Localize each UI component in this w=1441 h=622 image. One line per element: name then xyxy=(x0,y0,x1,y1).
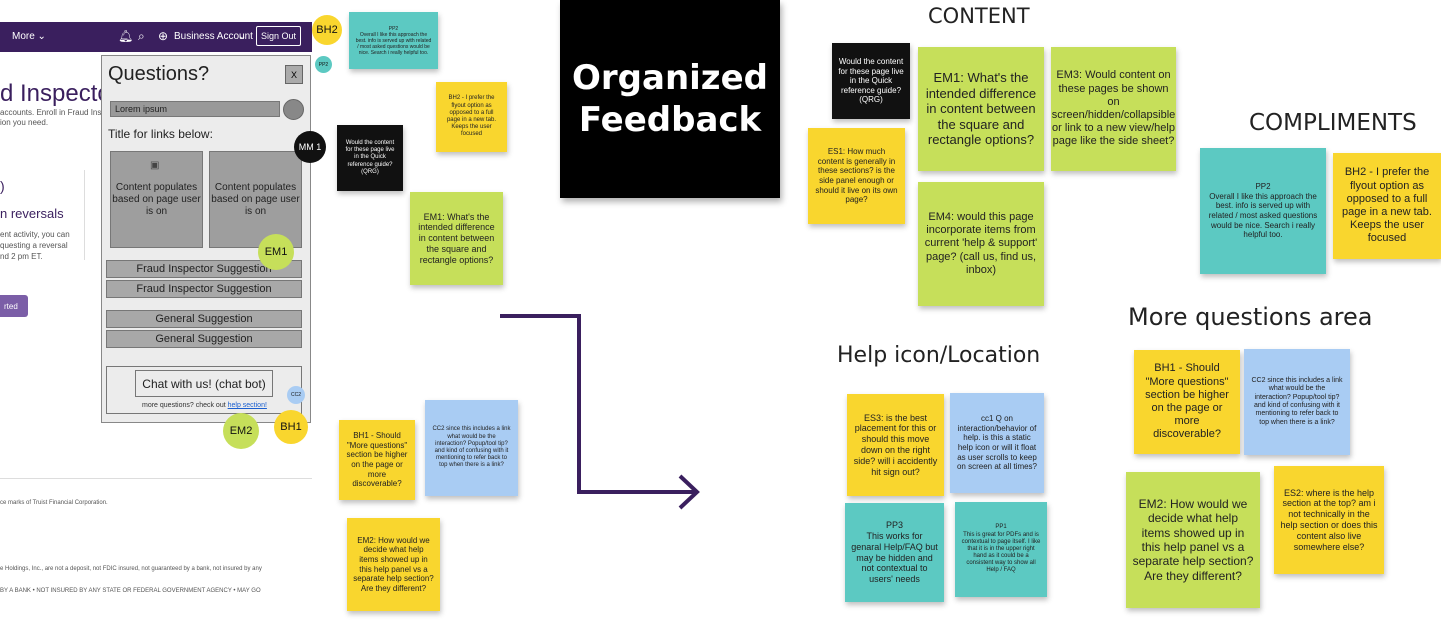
marker-em1: EM1 xyxy=(258,234,294,270)
note-content-em1: EM1: What's the intended difference in c… xyxy=(918,47,1044,171)
divider xyxy=(84,170,85,260)
account-icon: ⊕ xyxy=(158,29,169,43)
footer-line-2: e Holdings, Inc., are not a deposit, not… xyxy=(0,566,262,572)
marker-bh2: BH2 xyxy=(312,15,342,45)
reversals-line-3: nd 2 pm ET. xyxy=(0,252,43,261)
chevron-down-icon: ⌄ xyxy=(238,31,247,42)
reversals-line-2: questing a reversal xyxy=(0,241,68,250)
decorative-icon: ) xyxy=(0,178,5,194)
content-box-1[interactable]: Content populates based on page user is … xyxy=(110,151,203,248)
header-more-questions: More questions area xyxy=(1128,303,1373,331)
close-button[interactable]: X xyxy=(285,65,303,84)
note-qrg-left: Would the content for these page live in… xyxy=(337,125,403,191)
marker-cc2: CC2 xyxy=(287,386,305,404)
chat-button[interactable]: Chat with us! (chat bot) xyxy=(135,370,273,397)
note-help-pp1: PP1 This is great for PDFs and is contex… xyxy=(955,502,1047,597)
footer-line-1: ce marks of Truist Financial Corporation… xyxy=(0,500,108,506)
note-content-em3: EM3: Would content on these pages be sho… xyxy=(1051,47,1176,171)
intro-line-2: ion you need. xyxy=(0,118,49,127)
footer-divider xyxy=(0,478,312,479)
marker-mm1: MM 1 xyxy=(294,131,326,163)
marker-bh1: BH1 xyxy=(274,410,308,444)
note-compliment-pp2: PP2 Overall I like this approach the bes… xyxy=(1200,148,1326,274)
note-more-bh1: BH1 - Should "More questions" section be… xyxy=(1134,350,1240,454)
note-help-es3: ES3: is the best placement for this or s… xyxy=(847,394,944,496)
note-content-qrg: Would the content for these page live in… xyxy=(832,43,910,119)
fraud-suggestion-1[interactable]: Fraud Inspector Suggestion xyxy=(106,260,302,278)
arrow-connector xyxy=(500,314,700,510)
search-button[interactable] xyxy=(283,99,304,120)
get-started-button[interactable]: rted xyxy=(0,295,28,317)
note-bh2-left: BH2 - I prefer the flyout option as oppo… xyxy=(436,82,507,152)
header-content: CONTENT xyxy=(928,4,1030,28)
note-help-pp3: PP3 This works for genaral Help/FAQ but … xyxy=(845,503,944,602)
note-more-es2: ES2: where is the help section at the to… xyxy=(1274,466,1384,574)
marker-em2: EM2 xyxy=(223,413,259,449)
content-box-2[interactable]: Content populates based on page user is … xyxy=(209,151,302,248)
note-help-cc1: cc1 Q on interaction/behavior of help. i… xyxy=(950,393,1044,493)
note-compliment-bh2: BH2 - I prefer the flyout option as oppo… xyxy=(1333,153,1441,259)
search-icon[interactable]: ⌕ xyxy=(138,29,145,43)
app-topbar: More ⌄ 🔔︎ ⌕ ⊕ Business Account ⌄ Sign Ou… xyxy=(0,22,312,52)
header-help-location: Help icon/Location xyxy=(837,343,1041,368)
note-bh1-left: BH1 - Should "More questions" section be… xyxy=(339,420,415,500)
panel-title: Questions? xyxy=(108,63,210,85)
more-questions-text: more questions? check out help section! xyxy=(142,402,267,409)
note-pp2-left: PP2 Overall I like this approach the bes… xyxy=(349,12,438,69)
note-content-es1: ES1: How much content is generally in th… xyxy=(808,128,905,224)
header-compliments: COMPLIMENTS xyxy=(1249,110,1417,136)
general-suggestion-1[interactable]: General Suggestion xyxy=(106,310,302,328)
note-em1-left: EM1: What's the intended difference in c… xyxy=(410,192,503,285)
footer-line-3: BY A BANK • NOT INSURED BY ANY STATE OR … xyxy=(0,588,261,594)
more-menu[interactable]: More ⌄ xyxy=(12,31,46,42)
fraud-suggestion-2[interactable]: Fraud Inspector Suggestion xyxy=(106,280,302,298)
general-suggestion-2[interactable]: General Suggestion xyxy=(106,330,302,348)
reversals-heading: n reversals xyxy=(0,206,64,221)
sign-out-button[interactable]: Sign Out xyxy=(256,26,302,46)
intro-line-1: accounts. Enroll in Fraud Inspec xyxy=(0,108,115,117)
page-title: d Inspector xyxy=(0,80,119,107)
organized-feedback-title: Organized Feedback xyxy=(560,0,780,198)
marker-pp2: PP2 xyxy=(315,56,332,73)
bell-icon[interactable]: 🔔︎ xyxy=(118,29,134,43)
note-em2-left: EM2: How would we decide what help items… xyxy=(347,518,440,611)
note-more-em2: EM2: How would we decide what help items… xyxy=(1126,472,1260,608)
note-content-em4: EM4: would this page incorporate items f… xyxy=(918,182,1044,306)
links-title: Title for links below: xyxy=(108,127,213,141)
image-icon: ▣ xyxy=(150,160,160,171)
help-section-link[interactable]: help section! xyxy=(227,402,267,409)
note-more-cc2: CC2 since this includes a link what woul… xyxy=(1244,349,1350,455)
business-account-menu[interactable]: Business Account xyxy=(174,31,253,42)
search-input[interactable]: Lorem ipsum xyxy=(110,101,280,117)
reversals-line-1: ent activity, you can xyxy=(0,230,70,239)
note-cc2-left: CC2 since this includes a link what woul… xyxy=(425,400,518,496)
